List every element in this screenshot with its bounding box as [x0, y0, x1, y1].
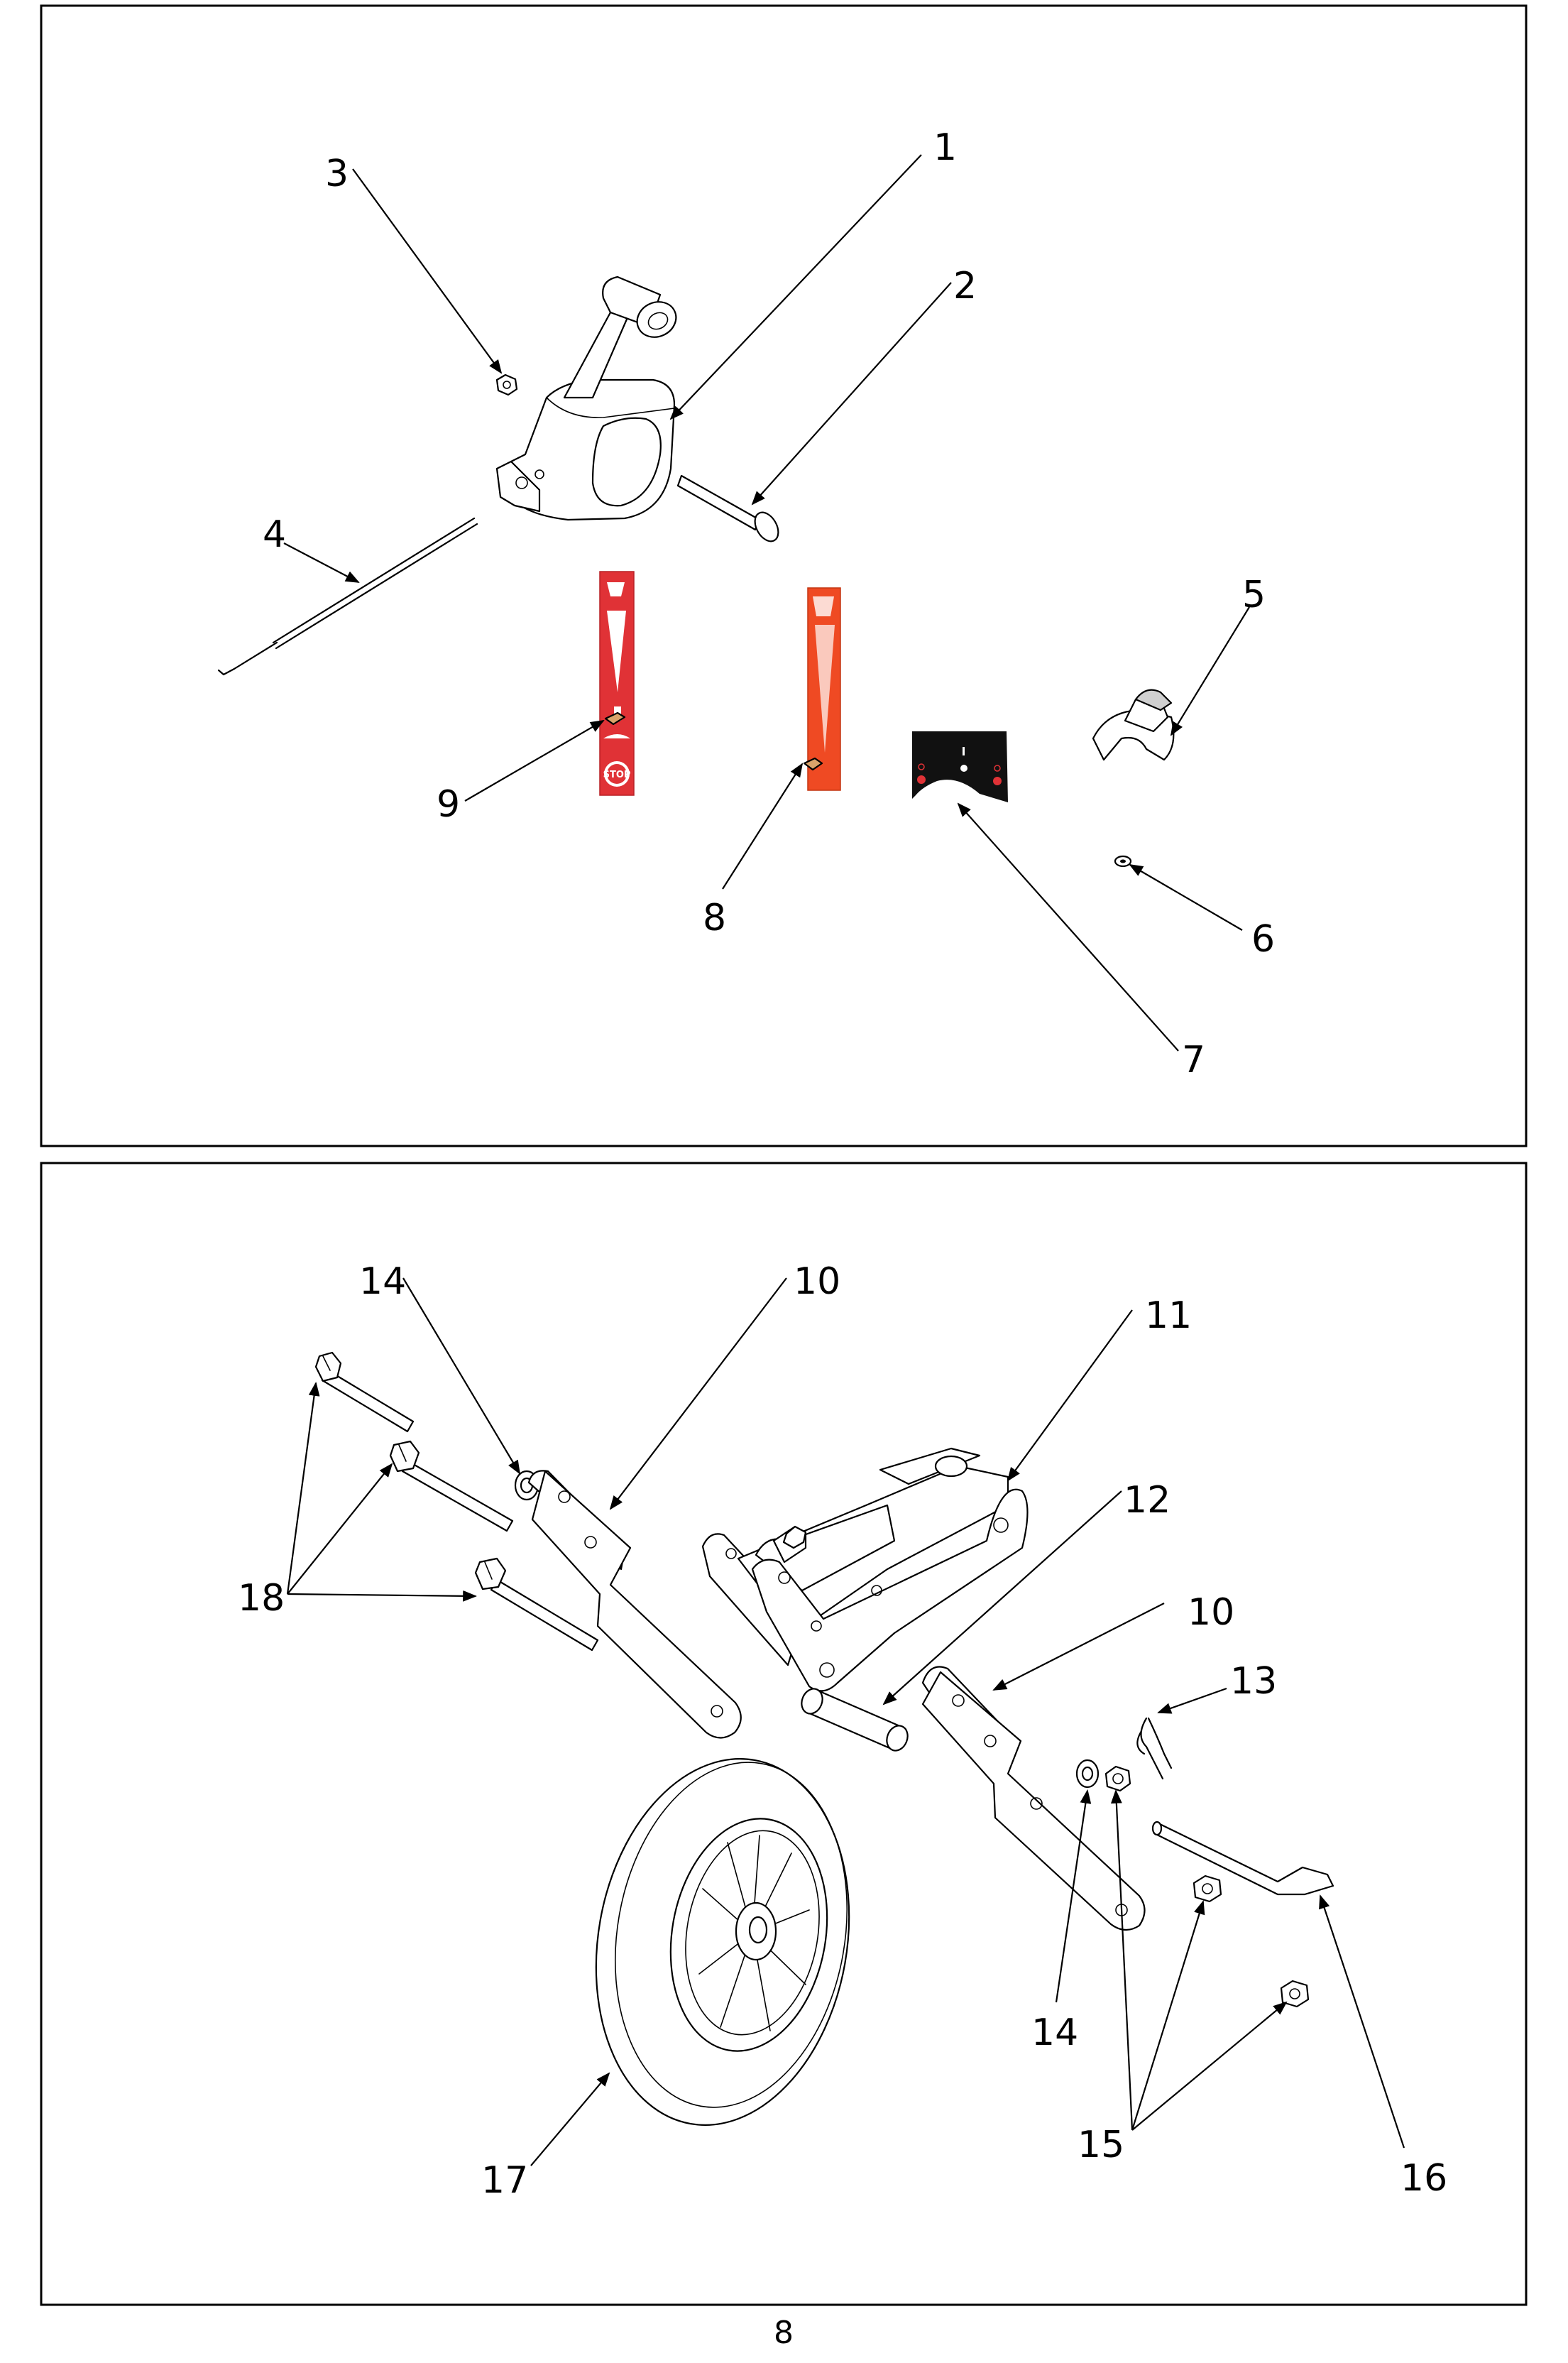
page-number: 8	[774, 2315, 794, 2351]
wheel-bracket-right	[921, 1666, 1146, 1931]
callout-2: 2	[953, 265, 977, 307]
callout-10-right: 10	[1188, 1591, 1234, 1634]
callout-18: 18	[238, 1577, 285, 1620]
hair-pin	[1136, 1717, 1173, 1780]
callout-11: 11	[1145, 1294, 1192, 1337]
callout-10-left: 10	[794, 1260, 840, 1303]
callout-15: 15	[1078, 2124, 1124, 2166]
bolt-18-a	[314, 1351, 415, 1433]
callout-14-right: 14	[1031, 2012, 1078, 2054]
nut-3	[495, 373, 518, 396]
cable-clamp	[1092, 689, 1175, 761]
callout-8: 8	[703, 897, 726, 939]
pivot-pin	[676, 474, 779, 542]
callout-9: 9	[437, 783, 460, 826]
callout-3: 3	[325, 153, 349, 195]
washer-6	[1114, 855, 1132, 868]
nut-15-b	[1193, 1874, 1222, 1903]
bolt-18-c	[474, 1557, 599, 1652]
decal-stop-text: STOP	[603, 770, 631, 780]
bottom-panel-frame	[40, 1162, 1528, 2306]
top-leader-lines	[283, 154, 1250, 1052]
top-panel-frame	[40, 4, 1528, 1147]
decal-9: STOP	[599, 571, 635, 796]
washer-14-right	[1075, 1759, 1100, 1789]
bottom-leader-lines	[286, 1277, 1405, 2166]
callout-12: 12	[1124, 1479, 1170, 1522]
spacer-tube	[801, 1688, 909, 1752]
callout-13: 13	[1230, 1660, 1277, 1703]
callout-17: 17	[481, 2159, 528, 2202]
callout-16: 16	[1400, 2157, 1447, 2200]
throttle-cable	[217, 517, 478, 676]
axle-pin	[1151, 1821, 1334, 1896]
callout-14-left: 14	[359, 1260, 406, 1303]
callout-6: 6	[1251, 918, 1275, 961]
nut-15-a	[1104, 1765, 1131, 1792]
bolt-18-b	[389, 1440, 514, 1532]
wheel-bracket-left	[527, 1470, 742, 1739]
callout-7: 7	[1182, 1039, 1205, 1081]
decal-8	[803, 587, 841, 791]
callout-1: 1	[933, 126, 957, 169]
wheel	[595, 1758, 850, 2126]
hitch-frame	[701, 1447, 1029, 1692]
callout-4: 4	[263, 513, 286, 556]
callout-5: 5	[1242, 574, 1266, 616]
throttle-plate	[912, 731, 1008, 802]
throttle-control-assembly	[495, 275, 677, 521]
